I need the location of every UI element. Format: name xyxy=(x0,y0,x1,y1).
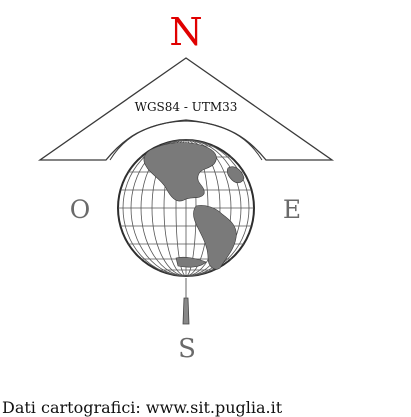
north-label: N xyxy=(169,10,203,54)
south-pointer xyxy=(182,278,190,325)
north-pointer-roof xyxy=(37,57,335,161)
continents-shape xyxy=(143,142,245,270)
south-label: S xyxy=(178,334,196,364)
east-label: E xyxy=(282,195,302,224)
map-data-credit: Dati cartografici: www.sit.puglia.it xyxy=(2,398,283,417)
datum-label: WGS84 - UTM33 xyxy=(134,100,238,114)
globe-icon xyxy=(117,139,255,277)
west-label: O xyxy=(69,195,91,224)
roof-inner-arc xyxy=(109,120,263,161)
